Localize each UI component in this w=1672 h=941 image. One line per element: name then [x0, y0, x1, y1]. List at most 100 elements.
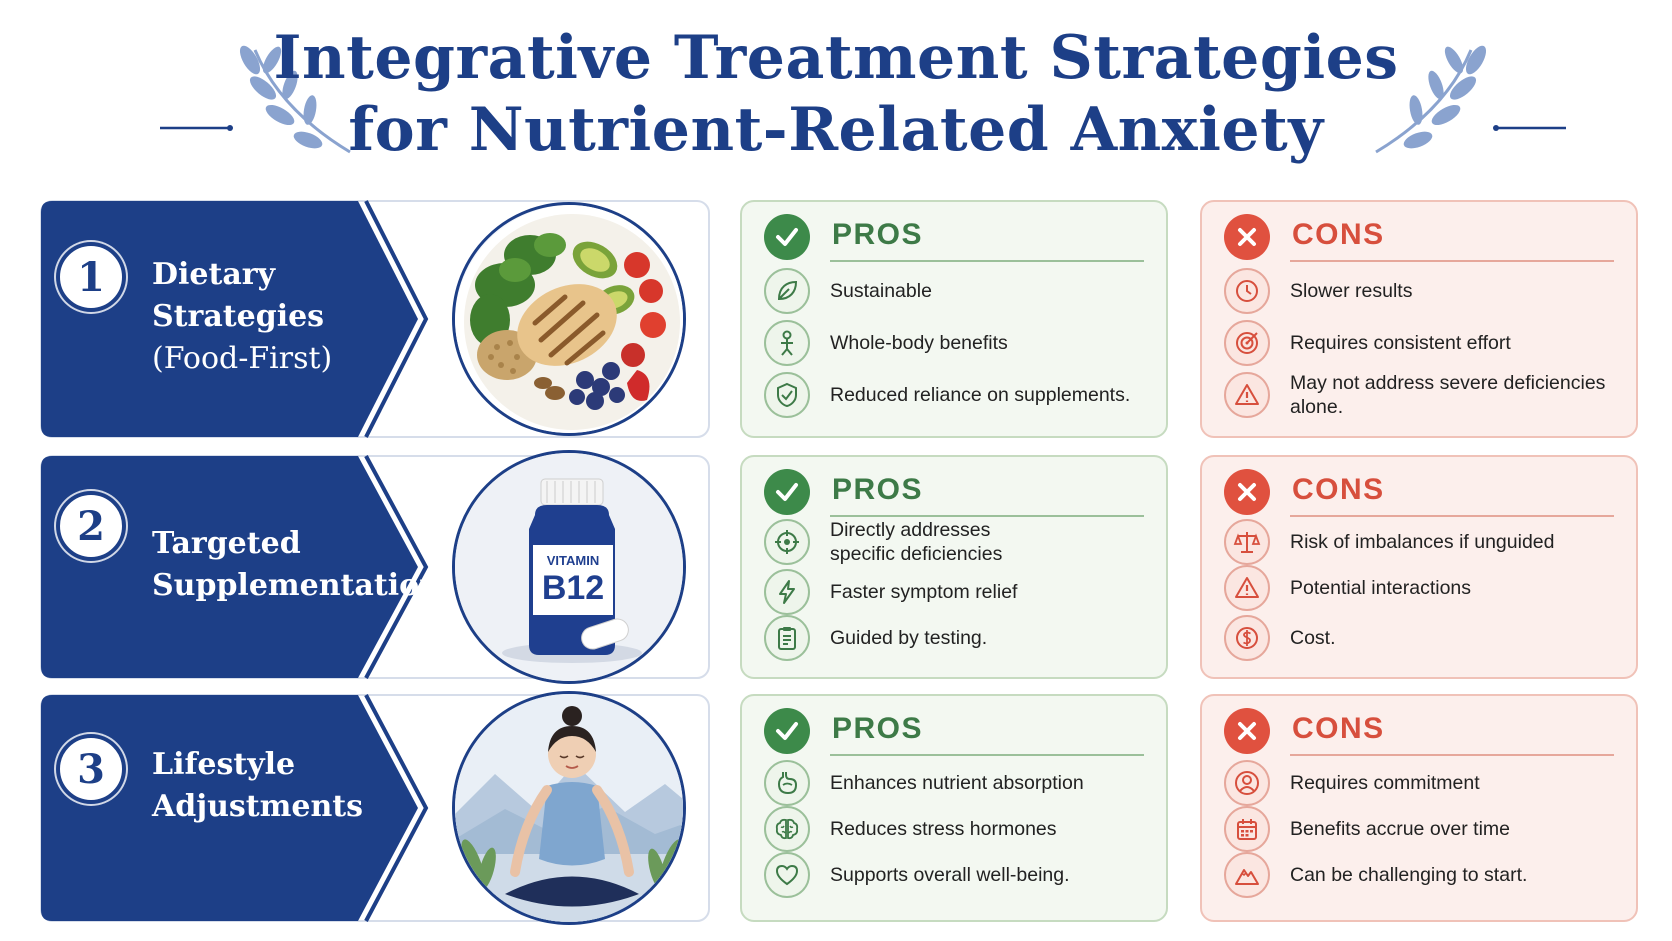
- x-mark-icon: [1224, 708, 1270, 754]
- pros-label: PROS: [832, 473, 924, 506]
- cons-item-text: Benefits accrue over time: [1290, 818, 1511, 840]
- warning-icon: [1224, 565, 1270, 611]
- strategy-row-1: 1 Dietary Strategies (Food-First): [40, 200, 1640, 438]
- cons-item-text: Cost.: [1290, 627, 1336, 649]
- cons-item: Can be challenging to start.: [1224, 852, 1622, 900]
- cons-header: CONS: [1224, 708, 1614, 756]
- cons-item: Potential interactions: [1224, 565, 1622, 613]
- laurel-right-icon: [1375, 45, 1566, 154]
- laurel-left-icon: [160, 45, 351, 154]
- strategy-number: 3: [60, 738, 122, 800]
- cons-item-text: Requires consistent effort: [1290, 332, 1511, 354]
- bottle-label-big: B12: [542, 569, 604, 607]
- meditating-woman-image: [452, 691, 686, 925]
- pros-item: Directly addresses specific deficiencies: [764, 519, 1152, 567]
- cons-item: Slower results: [1224, 268, 1622, 316]
- lightning-icon: [764, 569, 810, 615]
- strategy-title: Targeted Supplementation: [152, 523, 441, 607]
- pros-item-text: Guided by testing.: [830, 627, 988, 649]
- pros-item: Supports overall well-being.: [764, 852, 1152, 900]
- clipboard-icon: [764, 615, 810, 661]
- strategy-row-3: 3 Lifestyle Adjustments: [40, 691, 1640, 925]
- pros-card: PROS Sustainable Whole-body benefits Red…: [740, 200, 1168, 438]
- pros-item-text: Enhances nutrient absorption: [830, 772, 1084, 794]
- healthy-food-plate-image: [452, 202, 686, 436]
- strategy-title-line: Strategies: [152, 299, 325, 334]
- cons-item: Cost.: [1224, 615, 1622, 663]
- cons-card: CONS Risk of imbalances if unguided Pote…: [1200, 455, 1638, 679]
- brain-icon: [764, 806, 810, 852]
- leaf-icon: [764, 268, 810, 314]
- checkmark-icon: [764, 214, 810, 260]
- stomach-icon: [764, 760, 810, 806]
- pros-item-text: Sustainable: [830, 280, 932, 302]
- pros-label: PROS: [832, 218, 924, 251]
- divider: [1290, 515, 1614, 517]
- dollar-icon: [1224, 615, 1270, 661]
- cons-item: Requires commitment: [1224, 760, 1622, 808]
- pros-card: PROS Directly addresses specific deficie…: [740, 455, 1168, 679]
- cons-item-text: Slower results: [1290, 280, 1413, 302]
- divider: [830, 515, 1144, 517]
- cons-header: CONS: [1224, 469, 1614, 517]
- pros-item: Reduces stress hormones: [764, 806, 1152, 854]
- strategy-number: 1: [60, 246, 122, 308]
- bottle-label-small: VITAMIN: [547, 553, 599, 568]
- strategy-title-line: Supplementation: [152, 568, 441, 603]
- cons-header: CONS: [1224, 214, 1614, 262]
- cons-item: Risk of imbalances if unguided: [1224, 519, 1622, 567]
- pros-item-text: Faster symptom relief: [830, 581, 1018, 603]
- cons-item-text: Can be challenging to start.: [1290, 864, 1528, 886]
- cons-item: May not address severe deficiencies alon…: [1224, 372, 1622, 420]
- cons-item-text: Risk of imbalances if unguided: [1290, 531, 1555, 553]
- pros-label: PROS: [832, 712, 924, 745]
- person-icon: [1224, 760, 1270, 806]
- header: Integrative Treatment Strategies for Nut…: [0, 0, 1672, 190]
- checkmark-icon: [764, 708, 810, 754]
- pros-item: Sustainable: [764, 268, 1152, 316]
- pros-item-text: Directly addresses specific deficiencies: [830, 519, 1003, 565]
- cons-label: CONS: [1292, 218, 1385, 251]
- cons-item: Requires consistent effort: [1224, 320, 1622, 368]
- pros-item: Whole-body benefits: [764, 320, 1152, 368]
- divider: [1290, 754, 1614, 756]
- strategy-title-line: Targeted: [152, 526, 301, 561]
- calendar-icon: [1224, 806, 1270, 852]
- strategy-row-2: 2 Targeted Supplementation VITAMIN B12: [40, 450, 1640, 684]
- vitamin-bottle-image: VITAMIN B12: [452, 450, 686, 684]
- pros-item-text: Supports overall well-being.: [830, 864, 1070, 886]
- heart-icon: [764, 852, 810, 898]
- cons-card: CONS Requires commitment Benefits accrue…: [1200, 694, 1638, 922]
- body-icon: [764, 320, 810, 366]
- strategy-title-line: Lifestyle: [152, 747, 296, 782]
- pros-header: PROS: [764, 708, 1144, 756]
- cons-label: CONS: [1292, 712, 1385, 745]
- x-mark-icon: [1224, 214, 1270, 260]
- strategy-title-line: Dietary: [152, 257, 276, 292]
- pros-item: Faster symptom relief: [764, 569, 1152, 617]
- pros-item: Reduced reliance on supplements.: [764, 372, 1152, 420]
- pros-item: Guided by testing.: [764, 615, 1152, 663]
- pros-item: Enhances nutrient absorption: [764, 760, 1152, 808]
- pros-header: PROS: [764, 214, 1144, 262]
- pros-item-text: Reduces stress hormones: [830, 818, 1057, 840]
- clock-icon: [1224, 268, 1270, 314]
- mountain-icon: [1224, 852, 1270, 898]
- divider: [1290, 260, 1614, 262]
- strategy-title: Lifestyle Adjustments: [152, 744, 363, 828]
- shield-check-icon: [764, 372, 810, 418]
- page-title-line-1: Integrative Treatment Strategies: [273, 23, 1399, 93]
- checkmark-icon: [764, 469, 810, 515]
- pros-item-text: Whole-body benefits: [830, 332, 1008, 354]
- strategy-panel: 2 Targeted Supplementation VITAMIN B12: [40, 450, 710, 684]
- strategy-panel: 3 Lifestyle Adjustments: [40, 691, 710, 925]
- page-title-line-2: for Nutrient-Related Anxiety: [348, 95, 1324, 165]
- crosshair-icon: [764, 519, 810, 565]
- strategy-panel: 1 Dietary Strategies (Food-First): [40, 200, 710, 438]
- strategy-number: 2: [60, 495, 122, 557]
- strategy-title-line: (Food-First): [152, 341, 333, 376]
- pros-card: PROS Enhances nutrient absorption Reduce…: [740, 694, 1168, 922]
- cons-card: CONS Slower results Requires consistent …: [1200, 200, 1638, 438]
- target-icon: [1224, 320, 1270, 366]
- pros-item-text: Reduced reliance on supplements.: [830, 384, 1131, 406]
